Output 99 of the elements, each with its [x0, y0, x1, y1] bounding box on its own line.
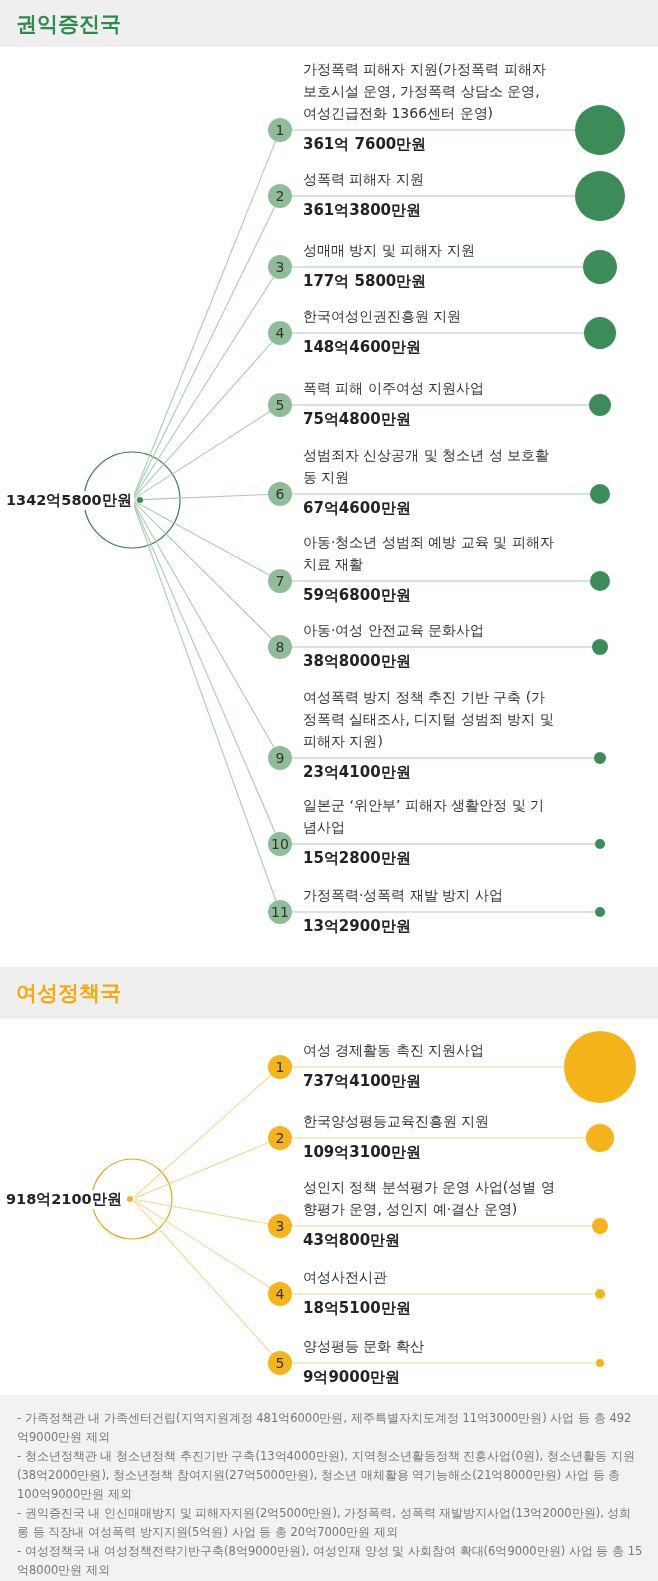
- item-name: 여성폭력 방지 정책 추진 기반 구축 (가정폭력 실태조사, 디지털 성범죄 방지 및 피해자 지원): [303, 688, 555, 751]
- connector-line: [291, 1362, 597, 1364]
- connector-line: [134, 500, 271, 576]
- budget-amount: 75억4800만원: [303, 409, 411, 429]
- connector-line: [133, 341, 273, 499]
- budget-amount: 109억3100만원: [303, 1142, 422, 1162]
- connector-line: [291, 1225, 593, 1227]
- connector-line: [291, 580, 591, 582]
- connector-line: [134, 493, 269, 501]
- number-badge: 4: [268, 321, 292, 345]
- budget-bubble: [575, 171, 625, 221]
- budget-amount: 38억8000만원: [303, 651, 411, 671]
- item-name: 여성 경제활동 촉진 지원사업: [303, 1041, 486, 1060]
- number-badge: 10: [268, 832, 292, 856]
- budget-amount: 18억5100만원: [303, 1298, 411, 1318]
- item-name: 성인지 정책 분석평가 운영 사업(성별 영향평가 운영, 성인지 예·결산 운영): [303, 1178, 555, 1219]
- budget-bubble: [595, 839, 605, 849]
- budget-bubble: [590, 484, 610, 504]
- connector-line: [133, 1200, 271, 1289]
- item-name: 가정폭력 피해자 지원(가정폭력 피해자 보호시설 운영, 가정폭력 상담소 운영, 여성긴급전화 1366센터 운영): [303, 60, 547, 123]
- connector-line: [291, 911, 596, 913]
- item-name: 성범죄자 신상공개 및 청소년 성 보호활동 지원: [303, 446, 551, 487]
- number-badge: 4: [268, 1282, 292, 1306]
- budget-amount: 23억4100만원: [303, 762, 411, 782]
- connector-line: [134, 1142, 270, 1199]
- connector-line: [134, 1198, 269, 1225]
- item-name: 일본군 ‘위안부’ 피해자 생활안정 및 기념사업: [303, 796, 546, 837]
- number-badge: 2: [268, 184, 292, 208]
- number-badge: 5: [268, 1351, 292, 1375]
- connector-line: [133, 276, 275, 499]
- number-badge: 2: [268, 1126, 292, 1150]
- connector-line: [133, 501, 273, 640]
- item-name: 한국여성인권진흥원 지원: [303, 307, 463, 326]
- budget-bubble: [583, 250, 617, 284]
- item-name: 성매매 방지 및 피해자 지원: [303, 241, 476, 260]
- number-badge: 1: [268, 118, 292, 142]
- budget-amount: 737억4100만원: [303, 1071, 422, 1091]
- footnote: - 권익증진국 내 인신매매방지 및 피해자지원(2억5000만원), 가정폭력, 성폭력 재발방지사업(13억2000만원), 성희롱 등 직장내 여성폭력 방지지원(5억원) 사업 등 총 20억7000만원 제외: [17, 1505, 633, 1541]
- budget-bubble: [592, 1218, 608, 1234]
- budget-bubble: [592, 639, 608, 655]
- budget-amount: 177억 5800만원: [303, 271, 427, 291]
- connector-line: [291, 843, 596, 845]
- budget-amount: 15억2800만원: [303, 848, 411, 868]
- budget-amount: 67억4600만원: [303, 498, 411, 518]
- section-title: 권익증진국: [16, 10, 121, 38]
- connector-line: [291, 129, 576, 131]
- budget-bubble: [586, 1124, 614, 1152]
- connector-line: [291, 646, 593, 648]
- budget-amount: 9억9000만원: [303, 1367, 401, 1387]
- item-name: 여성사전시관: [303, 1268, 388, 1287]
- connector-line: [291, 404, 590, 406]
- connector-line: [133, 1074, 272, 1198]
- number-badge: 9: [268, 746, 292, 770]
- number-badge: 3: [268, 255, 292, 279]
- connector-line: [291, 1066, 565, 1068]
- budget-bubble: [596, 1359, 604, 1367]
- budget-bubble: [590, 571, 610, 591]
- connector-line: [132, 502, 275, 749]
- budget-amount: 148억4600만원: [303, 337, 422, 357]
- number-badge: 5: [268, 393, 292, 417]
- budget-amount: 13억2900만원: [303, 916, 411, 936]
- budget-bubble: [595, 1289, 605, 1299]
- section-title: 여성정책국: [16, 980, 121, 1007]
- number-badge: 1: [268, 1055, 292, 1079]
- footnote: - 여성정책국 내 여성정책전략기반구축(8억9000만원), 여성인재 양성 및 사회참여 확대(6억9000만원) 사업 등 총 15억8000만원 제외: [17, 1543, 643, 1579]
- budget-amount: 361억 7600만원: [303, 134, 427, 154]
- connector-line: [291, 266, 584, 268]
- total-amount: 1342억5800만원: [4, 490, 134, 510]
- budget-bubble: [575, 105, 625, 155]
- connector-line: [291, 195, 576, 197]
- item-name: 폭력 피해 이주여성 지원사업: [303, 379, 486, 398]
- total-amount: 918억2100만원: [4, 1189, 124, 1209]
- connector-line: [291, 1137, 587, 1139]
- item-name: 가정폭력·성폭력 재발 방지 사업: [303, 886, 504, 905]
- connector-line: [133, 1200, 273, 1355]
- item-name: 아동·청소년 성범죄 예방 교육 및 피해자 치료 재활: [303, 533, 555, 574]
- budget-bubble: [584, 317, 616, 349]
- number-badge: 3: [268, 1214, 292, 1238]
- budget-amount: 59억6800만원: [303, 585, 411, 605]
- budget-bubble: [595, 907, 605, 917]
- number-badge: 8: [268, 635, 292, 659]
- connector-line: [291, 1293, 596, 1295]
- number-badge: 6: [268, 482, 292, 506]
- budget-amount: 43억800만원: [303, 1230, 401, 1250]
- footnote: - 가족정책관 내 가족센터건립(지역지원계정 481억6000만원, 제주특별자치도계정 11억3000만원) 사업 등 총 492억9000만원 제외: [17, 1410, 633, 1446]
- connector-line: [291, 493, 591, 495]
- connector-line: [291, 332, 585, 334]
- item-name: 성폭력 피해자 지원: [303, 170, 425, 189]
- budget-amount: 361억3800만원: [303, 200, 422, 220]
- connector-line: [133, 410, 271, 499]
- budget-bubble: [589, 394, 611, 416]
- item-name: 양성평등 문화 확산: [303, 1337, 425, 1356]
- number-badge: 11: [268, 900, 292, 924]
- number-badge: 7: [268, 569, 292, 593]
- item-name: 한국양성평등교육진흥원 지원: [303, 1112, 491, 1131]
- budget-bubble: [594, 752, 606, 764]
- footnote: - 청소년정책관 내 청소년정책 추진기반 구축(13억4000만원), 지역청소년활동정책 진흥사업(0원), 청소년활동 지원(38억2000만원), 청소년정책 참여지원(27억5000만원), 청소년 매체활용 역기능해소(21억8000만원) 사업 등 총 100억9000만원 제외: [17, 1448, 636, 1503]
- connector-line: [291, 757, 595, 759]
- item-name: 아동·여성 안전교육 문화사업: [303, 621, 486, 640]
